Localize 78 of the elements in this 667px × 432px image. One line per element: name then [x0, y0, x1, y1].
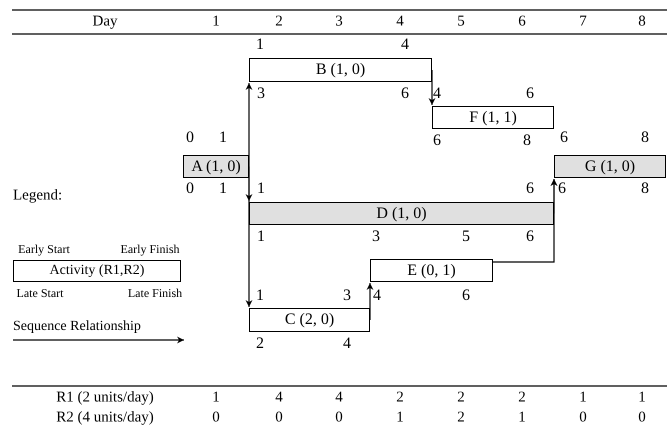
table-text: Day: [92, 14, 118, 30]
table-text: 4: [335, 390, 343, 406]
day-number: 3: [257, 86, 265, 102]
activity-label: C (2, 0): [284, 312, 334, 328]
day-number: 4: [373, 288, 381, 304]
activity-bar: [13, 260, 181, 282]
activity-bar: [370, 259, 493, 282]
activity-label: E (0, 1): [407, 262, 456, 278]
day-number: 8: [641, 130, 649, 146]
arrow: [493, 179, 558, 263]
activity-label: A (1, 0): [191, 158, 241, 174]
activity-label: G (1, 0): [584, 158, 636, 174]
day-number: 6: [560, 130, 568, 146]
table-text: 5: [457, 14, 465, 30]
table-text: 6: [518, 14, 526, 30]
table-text: 4: [396, 14, 404, 30]
table-text: 1: [518, 410, 526, 426]
table-text: 0: [275, 410, 283, 426]
table-text: 0: [335, 410, 343, 426]
table-text: 8: [638, 14, 646, 30]
activity-bar: [183, 155, 249, 178]
activity-bar: [249, 308, 370, 332]
table-text: 1: [579, 390, 587, 406]
table-text: 4: [275, 390, 283, 406]
day-number: 1: [256, 37, 264, 53]
day-number: 6: [526, 181, 534, 197]
day-number: 6: [433, 133, 441, 149]
day-number: 4: [433, 86, 441, 102]
activity-label: B (1, 0): [316, 62, 366, 78]
activity-bar: [249, 202, 554, 225]
table-text: 3: [335, 14, 343, 30]
day-number: 1: [256, 288, 264, 304]
day-number: 2: [256, 336, 264, 352]
table-text: 1: [396, 410, 404, 426]
activity-label: F (1, 1): [469, 110, 517, 126]
day-number: 8: [641, 181, 649, 197]
day-number: 6: [526, 229, 534, 245]
day-number: 1: [257, 229, 265, 245]
day-number: 4: [343, 336, 351, 352]
day-number: 3: [372, 229, 380, 245]
legend-caption: Late Start: [16, 287, 64, 299]
activity-label: D (1, 0): [376, 206, 427, 222]
table-text: R2 (4 units/day): [56, 410, 154, 426]
day-number: 4: [401, 37, 409, 53]
table-text: 1: [638, 390, 646, 406]
legend-caption: Early Start: [18, 243, 70, 255]
table-text: 1: [212, 390, 220, 406]
table-text: 0: [212, 410, 220, 426]
day-number: 1: [219, 130, 227, 146]
day-number: 6: [526, 86, 534, 102]
table-text: 0: [579, 410, 587, 426]
legend-caption: Early Finish: [120, 243, 180, 255]
table-text: 2: [275, 14, 283, 30]
table-text: 7: [579, 14, 587, 30]
day-number: 0: [186, 181, 194, 197]
table-text: 2: [457, 410, 465, 426]
activity-bar: [432, 106, 554, 129]
activity-bar: [249, 58, 432, 82]
day-number: 8: [523, 133, 531, 149]
day-number: 5: [462, 229, 470, 245]
activity-bar: [554, 155, 666, 178]
day-number: 0: [186, 130, 194, 146]
day-number: 3: [343, 288, 351, 304]
table-text: 1: [212, 14, 220, 30]
table-text: R1 (2 units/day): [56, 390, 154, 406]
legend-text: Sequence Relationship: [13, 320, 141, 334]
table-text: 2: [518, 390, 526, 406]
day-number: 1: [257, 181, 265, 197]
table-text: 2: [396, 390, 404, 406]
day-number: 6: [558, 181, 566, 197]
day-number: 6: [462, 288, 470, 304]
table-text: 2: [457, 390, 465, 406]
activity-label: Activity (R1,R2): [50, 264, 144, 278]
day-number: 1: [219, 181, 227, 197]
legend-caption: Late Finish: [128, 287, 182, 299]
table-text: 0: [638, 410, 646, 426]
legend-heading: Legend:: [13, 188, 62, 204]
day-number: 6: [401, 86, 409, 102]
